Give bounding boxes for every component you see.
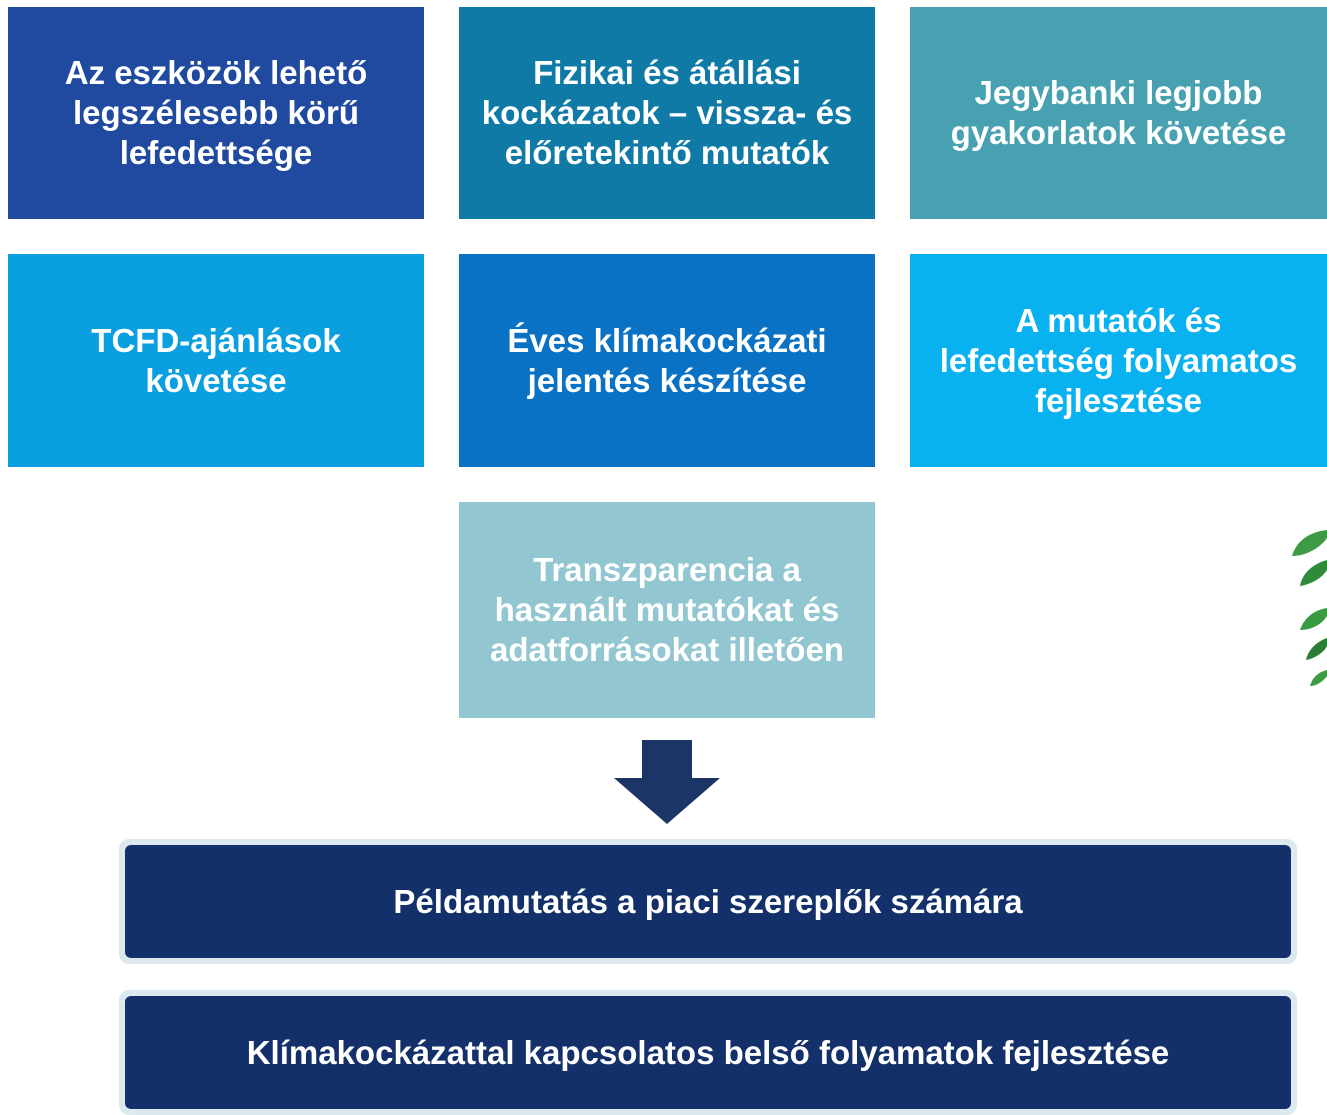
box-continuous-improvement-line-1: A mutatók és [1015, 301, 1222, 339]
box-asset-coverage: Az eszközök lehető legszélesebb körű lef… [8, 7, 424, 219]
box-central-bank-best-practices-line-1: Jegybanki legjobb [974, 74, 1263, 111]
box-continuous-improvement: A mutatók és lefedettség folyamatos fejl… [910, 254, 1327, 467]
box-central-bank-best-practices-line-2: gyakorlatok követése [950, 114, 1287, 151]
box-physical-transition-risks: Fizikai és átállási kockázatok – vissza-… [459, 7, 875, 219]
box-continuous-improvement-line-3: fejlesztése [1035, 381, 1202, 419]
box-transparency: Transzparencia a használt mutatókat és a… [459, 502, 875, 718]
box-asset-coverage-line-2: legszélesebb körű [72, 94, 360, 131]
outcome-banner-internal-processes: Klímakockázattal kapcsolatos belső folya… [119, 990, 1297, 1115]
box-annual-climate-report-line-2: jelentés készítése [527, 361, 807, 399]
box-physical-transition-risks-line-3: előretekintő mutatók [504, 134, 830, 171]
outcome-banner-internal-processes-label: Klímakockázattal kapcsolatos belső folya… [125, 996, 1291, 1109]
box-asset-coverage-line-3: lefedettsége [119, 134, 313, 171]
box-transparency-line-1: Transzparencia a [533, 551, 801, 588]
box-tcfd-recommendations: TCFD-ajánlások követése [8, 254, 424, 467]
outcome-banner-example-setting-label: Példamutatás a piaci szereplők számára [125, 845, 1291, 958]
box-central-bank-best-practices: Jegybanki legjobb gyakorlatok követése [910, 7, 1327, 219]
outcome-banner-example-setting: Példamutatás a piaci szereplők számára [119, 839, 1297, 964]
box-tcfd-recommendations-line-1: TCFD-ajánlások [91, 321, 341, 359]
box-tcfd-recommendations-line-2: követése [145, 361, 287, 399]
box-continuous-improvement-line-2: lefedettség folyamatos [939, 341, 1298, 379]
box-transparency-line-2: használt mutatókat és [494, 591, 840, 628]
box-annual-climate-report: Éves klímakockázati jelentés készítése [459, 254, 875, 467]
box-physical-transition-risks-line-2: kockázatok – vissza- és [481, 94, 853, 131]
box-annual-climate-report-line-1: Éves klímakockázati [507, 321, 827, 359]
down-arrow-icon [614, 740, 720, 824]
leaves-icon [1292, 530, 1327, 686]
box-physical-transition-risks-line-1: Fizikai és átállási [533, 54, 801, 91]
box-transparency-line-3: adatforrásokat illetően [490, 631, 844, 668]
box-asset-coverage-line-1: Az eszközök lehető [64, 54, 368, 91]
